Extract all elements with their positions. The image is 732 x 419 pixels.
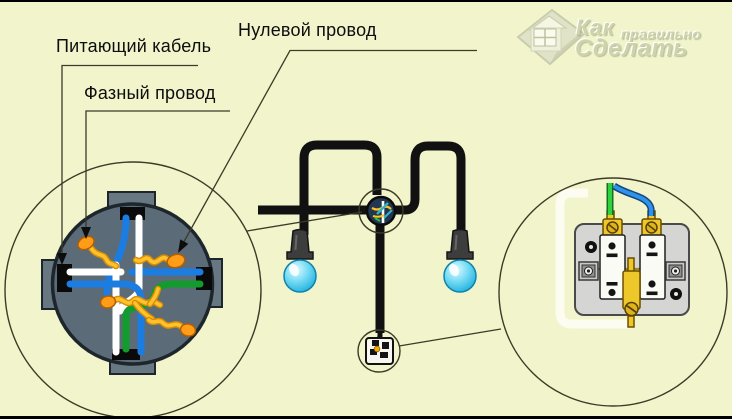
white-cable-path bbox=[555, 188, 632, 329]
junction-box-zoom-circle bbox=[4, 161, 262, 416]
zoom-pointer-junction bbox=[246, 211, 363, 232]
label-pointers bbox=[57, 49, 477, 265]
label-neutral-wire: Нулевой провод bbox=[238, 20, 377, 40]
switch-mini-icon bbox=[357, 326, 401, 373]
watermark-word-kak: Как bbox=[576, 15, 615, 40]
pointer-line-phase bbox=[85, 110, 230, 227]
wire-twist-phase bbox=[77, 235, 120, 270]
lamp-socket-left bbox=[286, 228, 314, 260]
bulb-icon-right bbox=[443, 259, 477, 293]
wire-twist-bottom bbox=[145, 316, 197, 337]
wire-nut-mid bbox=[99, 295, 117, 309]
zoom-pointer-switch bbox=[398, 328, 502, 347]
two-gang-switch bbox=[555, 182, 690, 329]
mount-bracket-right bbox=[665, 261, 686, 281]
wire-nut-phase bbox=[77, 235, 95, 251]
switch-mini-zoom-ring bbox=[357, 329, 401, 373]
cable-entry-left bbox=[57, 264, 72, 292]
arrowhead-neutral bbox=[178, 239, 189, 253]
mount-bracket-left bbox=[578, 261, 599, 281]
rocker-left bbox=[599, 234, 626, 300]
pointer-line-neutral bbox=[180, 49, 477, 248]
watermark-word-sdelat: Сделать bbox=[575, 35, 689, 62]
label-phase-wire: Фазный провод bbox=[84, 83, 216, 103]
left-lamp-cable bbox=[299, 140, 382, 235]
arrowhead-feeding bbox=[57, 253, 67, 265]
pointer-line-feeding bbox=[61, 64, 198, 253]
ceiling-junction-zoom-ring bbox=[358, 188, 404, 234]
cable-entry-bottom bbox=[112, 349, 140, 360]
blue-wire-switch bbox=[612, 184, 654, 217]
brand-watermark-icon bbox=[516, 8, 586, 66]
switch-zoom-circle bbox=[498, 177, 728, 407]
ceiling-junction-box bbox=[358, 188, 404, 234]
lamp-pendant-right bbox=[443, 228, 477, 293]
lamp-pendant-left bbox=[283, 228, 317, 293]
bulb-icon-left bbox=[283, 259, 317, 293]
lamp-socket-right bbox=[446, 228, 474, 260]
wire-twist-neutral bbox=[132, 253, 186, 269]
rocker-right bbox=[639, 234, 666, 300]
junction-box bbox=[41, 191, 223, 375]
wire-nut-bottom bbox=[179, 323, 197, 337]
right-lamp-cable bbox=[396, 141, 466, 233]
ceiling-wiring bbox=[258, 140, 466, 333]
arrowhead-phase bbox=[81, 227, 91, 239]
watermark-word-pravilno: правильно bbox=[621, 26, 702, 42]
wire-nut-neutral bbox=[166, 253, 186, 269]
label-feeding-cable: Питающий кабель bbox=[56, 36, 212, 56]
